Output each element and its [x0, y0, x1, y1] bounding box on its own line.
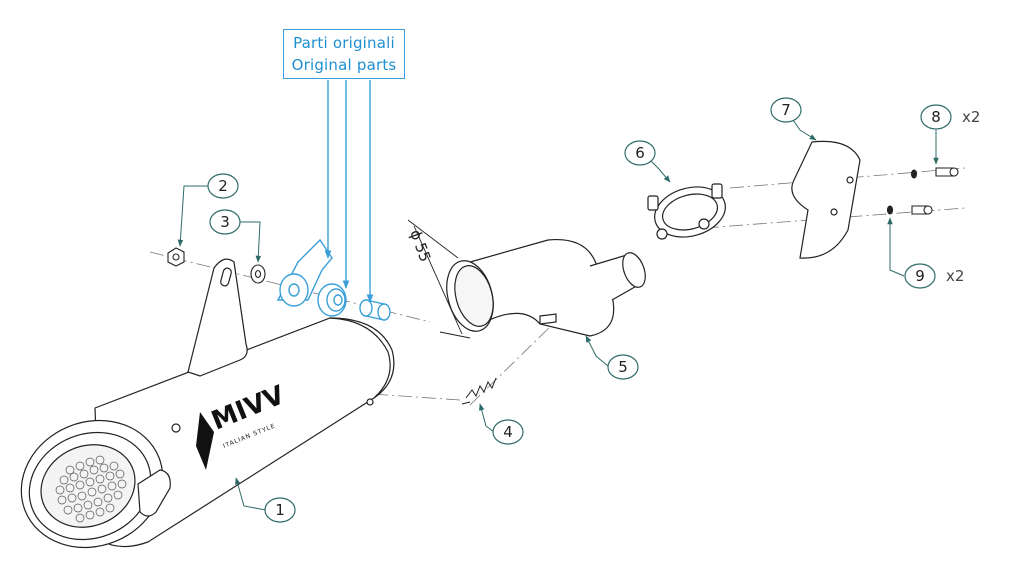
- callout-7: 7: [770, 97, 802, 123]
- washer-part: [250, 264, 266, 284]
- svg-text:9: 9: [915, 267, 925, 285]
- silencer-bracket: [187, 258, 248, 377]
- heat-shield: [791, 140, 861, 259]
- svg-text:2: 2: [218, 177, 228, 195]
- callout-4: 4: [492, 419, 524, 445]
- spring-part: [461, 377, 497, 405]
- svg-text:6: 6: [635, 144, 645, 162]
- callout-9: 9: [904, 263, 936, 289]
- svg-text:8: 8: [931, 108, 941, 126]
- nut-part: [167, 247, 185, 267]
- callout-8: 8: [920, 104, 952, 130]
- screw-part-8: [910, 167, 959, 179]
- original-parts-italian: Parti originali: [293, 34, 395, 52]
- link-pipe: [446, 238, 646, 337]
- callout-5: 5: [607, 354, 639, 380]
- callout-circles: 2 3 1 4 5 6 7 8: [207, 97, 952, 523]
- quantity-8: x2: [962, 108, 980, 126]
- diameter-label: ϕ55: [406, 227, 434, 264]
- silencer: [20, 317, 395, 549]
- svg-text:3: 3: [220, 213, 230, 231]
- callout-leaders: [177, 109, 939, 511]
- original-parts: [276, 80, 391, 321]
- callout-3: 3: [209, 209, 241, 235]
- callout-1: 1: [264, 497, 296, 523]
- screw-part-9: [886, 205, 933, 215]
- svg-text:1: 1: [275, 501, 285, 519]
- original-parts-label: Parti originali Original parts: [283, 29, 405, 79]
- callout-2: 2: [207, 173, 239, 199]
- diameter-dimension: [407, 219, 471, 339]
- svg-text:5: 5: [618, 358, 628, 376]
- svg-text:ϕ55: ϕ55: [406, 227, 434, 264]
- quantity-9: x2: [946, 267, 964, 285]
- clamp-part: [647, 183, 726, 240]
- svg-text:7: 7: [781, 101, 791, 119]
- svg-text:4: 4: [503, 423, 513, 441]
- original-parts-english: Original parts: [291, 56, 397, 74]
- callout-6: 6: [624, 140, 656, 166]
